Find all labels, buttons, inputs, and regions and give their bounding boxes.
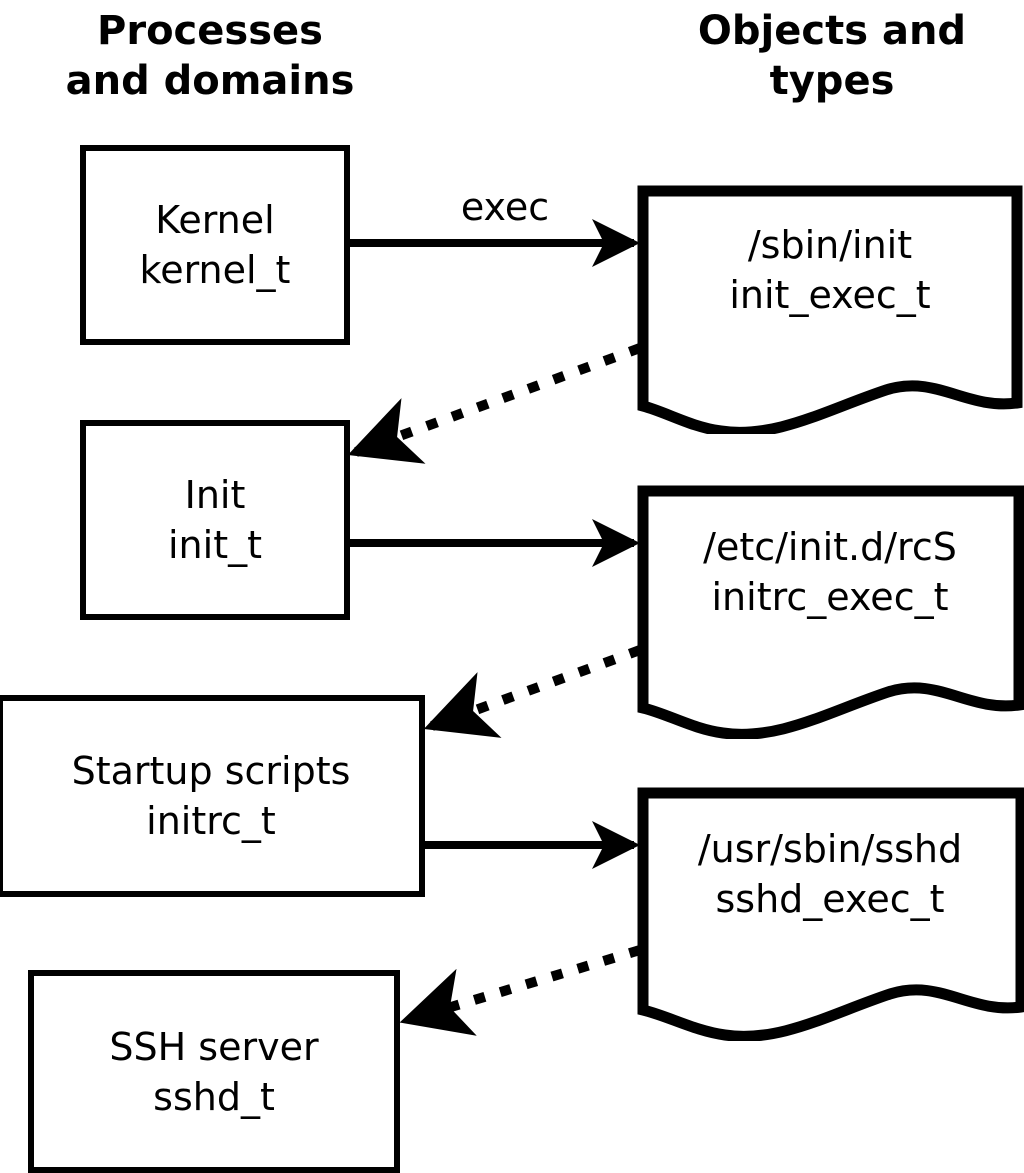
document-shape-icon: [637, 485, 1024, 739]
object-doc-initrc-exec[interactable]: /etc/init.d/rcS initrc_exec_t: [636, 484, 1024, 739]
process-box-sshd-title: SSH server: [109, 1024, 319, 1069]
process-box-initrc[interactable]: Startup scripts initrc_t: [0, 695, 425, 897]
edge-sshdexec-to-sshd: [399, 945, 642, 1036]
column-header-processes: Processes and domains: [65, 8, 355, 104]
process-box-sshd-type: sshd_t: [153, 1074, 275, 1119]
edge-initexec-to-init: [347, 343, 642, 464]
process-box-init[interactable]: Init init_t: [80, 420, 350, 620]
process-box-init-type: init_t: [168, 523, 262, 567]
process-box-initrc-type: initrc_t: [146, 799, 276, 843]
process-box-kernel-type: kernel_t: [139, 248, 291, 292]
process-box-kernel[interactable]: Kernel kernel_t: [80, 145, 350, 345]
edge-label-exec: exec: [460, 185, 550, 229]
edge-initrcexec-to-initrc: [423, 645, 642, 738]
document-shape-icon: [637, 185, 1023, 434]
process-box-init-title: Init: [184, 473, 246, 517]
process-box-kernel-title: Kernel: [155, 198, 275, 242]
process-box-sshd[interactable]: SSH server sshd_t: [28, 970, 400, 1173]
document-shape-icon: [637, 787, 1024, 1041]
object-doc-init-exec[interactable]: /sbin/init init_exec_t: [636, 184, 1024, 434]
object-doc-sshd-exec[interactable]: /usr/sbin/sshd sshd_exec_t: [636, 786, 1024, 1041]
column-header-objects: Objects and types: [697, 8, 967, 104]
process-box-initrc-title: Startup scripts: [71, 749, 351, 793]
